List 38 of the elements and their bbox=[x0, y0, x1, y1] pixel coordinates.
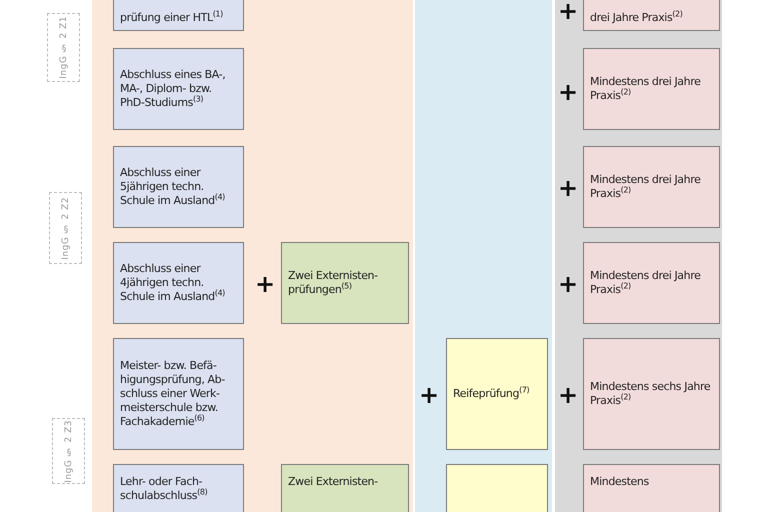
qualification-box bbox=[113, 338, 244, 450]
requirement-text: drei Jahre Praxis$^{(2)}$ bbox=[590, 11, 682, 25]
plus-sign: + bbox=[419, 385, 440, 405]
qualification-box bbox=[113, 48, 244, 130]
requirement-text: Meister- bzw. Befä- higungsprüfung, Ab- schluss einer Werk- meisterschule bzw. Fachakademie$^{(6)}$ bbox=[120, 359, 226, 429]
plus-sign: + bbox=[558, 1, 578, 21]
requirement-text: Reifeprüfung$^{(7)}$ bbox=[453, 387, 530, 401]
plus-sign: + bbox=[558, 274, 578, 294]
exam-box bbox=[446, 338, 548, 450]
plus-sign: + bbox=[558, 82, 578, 102]
requirement-text: Abschluss eines BA-, MA-, Diplom- bzw. PhD-Studiums$^{(3)}$ bbox=[120, 68, 226, 110]
practice-box bbox=[583, 48, 720, 130]
requirement-text: Lehr- oder Fach- schulabschluss$^{(8)}$ bbox=[120, 475, 208, 503]
law-reference: IngG § 2 Z3 bbox=[64, 420, 74, 482]
requirement-text: Mindestens sechs Jahre Praxis$^{(2)}$ bbox=[590, 380, 712, 408]
requirement-text: Abschluss einer 5jährigen techn. Schule im Ausland$^{(4)}$ bbox=[120, 166, 226, 208]
requirement-text: Mindestens drei Jahre Praxis$^{(2)}$ bbox=[590, 75, 702, 103]
requirement-text: Zwei Externisten- prüfungen$^{(5)}$ bbox=[288, 269, 379, 297]
qualification-box bbox=[113, 146, 244, 228]
practice-box bbox=[583, 242, 720, 324]
requirement-text: Abschluss einer 4jährigen techn. Schule im Ausland$^{(4)}$ bbox=[120, 262, 226, 304]
plus-sign: + bbox=[558, 385, 578, 405]
law-reference: IngG § 2 Z1 bbox=[58, 16, 68, 79]
requirement-text: Mindestens bbox=[590, 475, 649, 489]
law-reference-box bbox=[47, 13, 80, 82]
requirement-text: Mindestens drei Jahre Praxis$^{(2)}$ bbox=[590, 269, 702, 297]
requirement-text: Zwei Externisten- bbox=[288, 475, 378, 489]
plus-sign: + bbox=[558, 178, 578, 198]
law-reference-box bbox=[49, 192, 82, 264]
practice-box bbox=[583, 338, 720, 450]
qualification-box bbox=[113, 242, 244, 324]
plus-sign: + bbox=[255, 274, 276, 294]
requirement-text: Mindestens drei Jahre Praxis$^{(2)}$ bbox=[590, 173, 702, 201]
requirement-text: prüfung einer HTL$^{(1)}$ bbox=[120, 11, 223, 25]
practice-box bbox=[583, 146, 720, 228]
exam-box bbox=[281, 242, 409, 324]
law-reference: IngG § 2 Z2 bbox=[60, 196, 70, 260]
law-reference-box bbox=[52, 418, 85, 484]
